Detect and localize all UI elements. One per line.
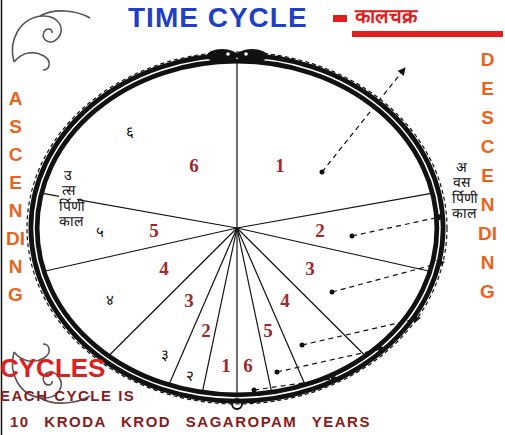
serpent-ring xyxy=(34,58,440,398)
vertical-heading: DESCENDING xyxy=(478,45,497,306)
title-underline xyxy=(352,31,503,37)
era-name: अवसर्पिणी काल xyxy=(452,160,470,222)
callout-number: 4 xyxy=(279,291,291,310)
dashed-arrows xyxy=(254,68,444,390)
callout-number: 5 xyxy=(262,321,274,340)
serpent-ring-highlight xyxy=(34,58,440,398)
callout-number: 1 xyxy=(274,156,286,175)
hindi-numeral: ३ xyxy=(160,347,170,364)
callout-number: 6 xyxy=(188,156,200,175)
hindi-numeral: ६ xyxy=(125,124,135,141)
vertical-heading: ASCENDING xyxy=(6,85,25,309)
outer-dashed-circle xyxy=(27,52,447,404)
serpent-heads xyxy=(207,49,267,63)
note-text: EACH CYCLE IS xyxy=(0,387,499,404)
callout-number: 2 xyxy=(314,221,326,240)
corner-ornament xyxy=(12,11,90,403)
title-dash xyxy=(333,15,347,22)
callout-number: 6 xyxy=(242,356,254,375)
era-name: उत्सर्पिणी काल xyxy=(59,168,77,230)
hindi-numeral: ४ xyxy=(105,292,115,309)
hindi-numeral: ५ xyxy=(95,224,105,241)
note-text: 10 KRODA KROD SAGAROPAM YEARS xyxy=(10,413,371,430)
callout-number: 5 xyxy=(148,221,160,240)
callout-number: 2 xyxy=(200,321,212,340)
callout-number: 4 xyxy=(158,259,170,278)
callout-number: 3 xyxy=(304,259,316,278)
serpent-tail xyxy=(232,399,242,409)
cycles-label: CYCLES xyxy=(0,354,499,382)
callout-number: 3 xyxy=(183,291,195,310)
arrow-start-dots xyxy=(252,170,355,393)
callout-number: 1 xyxy=(220,356,232,375)
hindi-numeral: २ xyxy=(185,368,195,385)
title-hindi: कालचक्र xyxy=(355,3,417,29)
diagram-title: TIME CYCLE xyxy=(128,3,308,33)
